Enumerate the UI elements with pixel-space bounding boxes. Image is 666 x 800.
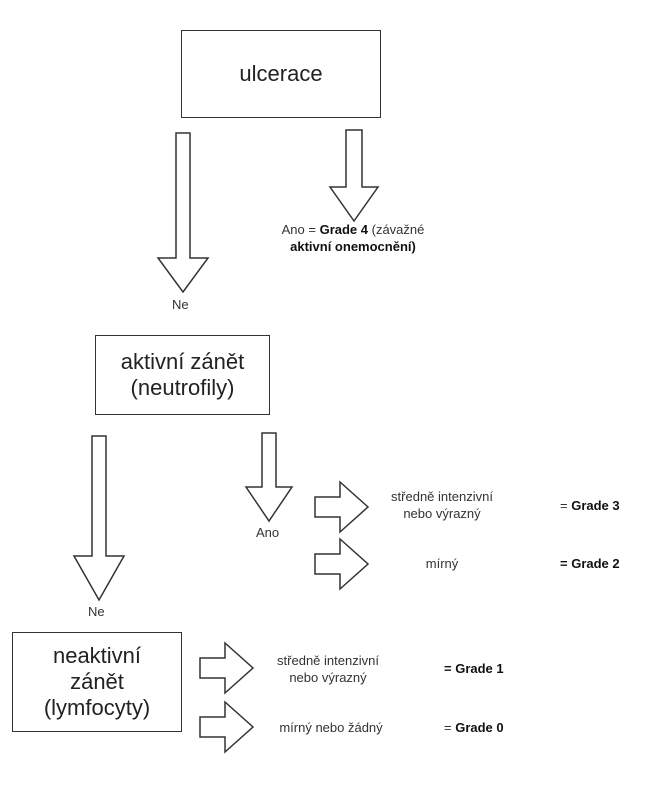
arrow-aktivni-to-ne <box>72 435 126 602</box>
arrow-to-grade3 <box>314 480 370 534</box>
arrow-to-grade0 <box>199 700 255 754</box>
grade0-value: Grade 0 <box>455 720 504 735</box>
node-ulcerace-label: ulcerace <box>239 61 323 86</box>
aktivni-outcome-2-grade: = Grade 2 <box>560 555 620 572</box>
ulcerace-yes-line2: aktivní onemocnění) <box>238 238 468 255</box>
arrow-to-grade1 <box>199 641 255 695</box>
node-aktivni-line2: (neutrofily) <box>130 375 235 400</box>
aktivni-outcome-2-desc: mírný <box>372 555 512 572</box>
grade3-value: Grade 3 <box>571 498 620 513</box>
neaktivni-outcome-1-desc: středně intenzivní nebo výrazný <box>258 652 398 686</box>
neaktivni-outcome-2-desc: mírný nebo žádný <box>256 719 406 736</box>
ulcerace-yes-label: Ano = Grade 4 (závažné aktivní onemocněn… <box>238 221 468 255</box>
node-aktivni-zanet: aktivní zánět (neutrofily) <box>95 335 270 415</box>
node-neaktivni-line1: neaktivní <box>52 643 142 668</box>
neaktivni-outcome-2-line1: mírný nebo žádný <box>279 720 383 735</box>
ulcerace-yes-line2-text: aktivní onemocnění) <box>290 239 416 254</box>
ulcerace-yes-prefix: Ano = <box>281 222 320 237</box>
grade0-prefix: = <box>444 720 456 735</box>
node-neaktivni-line3: (lymfocyty) <box>43 695 151 720</box>
aktivni-outcome-1-grade: = Grade 3 <box>560 497 620 514</box>
aktivni-outcome-1-line1: středně intenzivní <box>391 489 493 504</box>
node-ulcerace: ulcerace <box>181 30 381 118</box>
aktivni-outcome-2-line1: mírný <box>425 556 459 571</box>
grade2-value: = Grade 2 <box>560 556 620 571</box>
neaktivni-outcome-1-line2: nebo výrazný <box>289 670 367 685</box>
arrow-ulcerace-to-ne <box>156 132 210 294</box>
neaktivni-outcome-2-grade: = Grade 0 <box>444 719 504 736</box>
ulcerace-yes-grade: Grade 4 <box>319 222 368 237</box>
node-neaktivni-line2: zánět <box>70 669 124 694</box>
arrow-aktivni-to-ano <box>244 432 294 523</box>
label-ano: Ano <box>256 525 280 540</box>
ulcerace-yes-suffix: (závažné <box>368 222 425 237</box>
ulcerace-yes-line1: Ano = Grade 4 (závažné <box>238 221 468 238</box>
aktivni-outcome-1-line2: nebo výrazný <box>403 506 481 521</box>
node-neaktivni-zanet: neaktivní zánět (lymfocyty) <box>12 632 182 732</box>
aktivni-outcome-1-desc: středně intenzivní nebo výrazný <box>372 488 512 522</box>
neaktivni-outcome-1-grade: = Grade 1 <box>444 660 504 677</box>
node-aktivni-line1: aktivní zánět <box>120 349 245 374</box>
label-ne-1: Ne <box>172 297 189 312</box>
label-ne-2: Ne <box>88 604 105 619</box>
arrow-to-grade2 <box>314 537 370 591</box>
neaktivni-outcome-1-line1: středně intenzivní <box>277 653 379 668</box>
grade1-value: = Grade 1 <box>444 661 504 676</box>
grade3-prefix: = <box>560 498 572 513</box>
arrow-ulcerace-to-grade4 <box>328 129 380 223</box>
